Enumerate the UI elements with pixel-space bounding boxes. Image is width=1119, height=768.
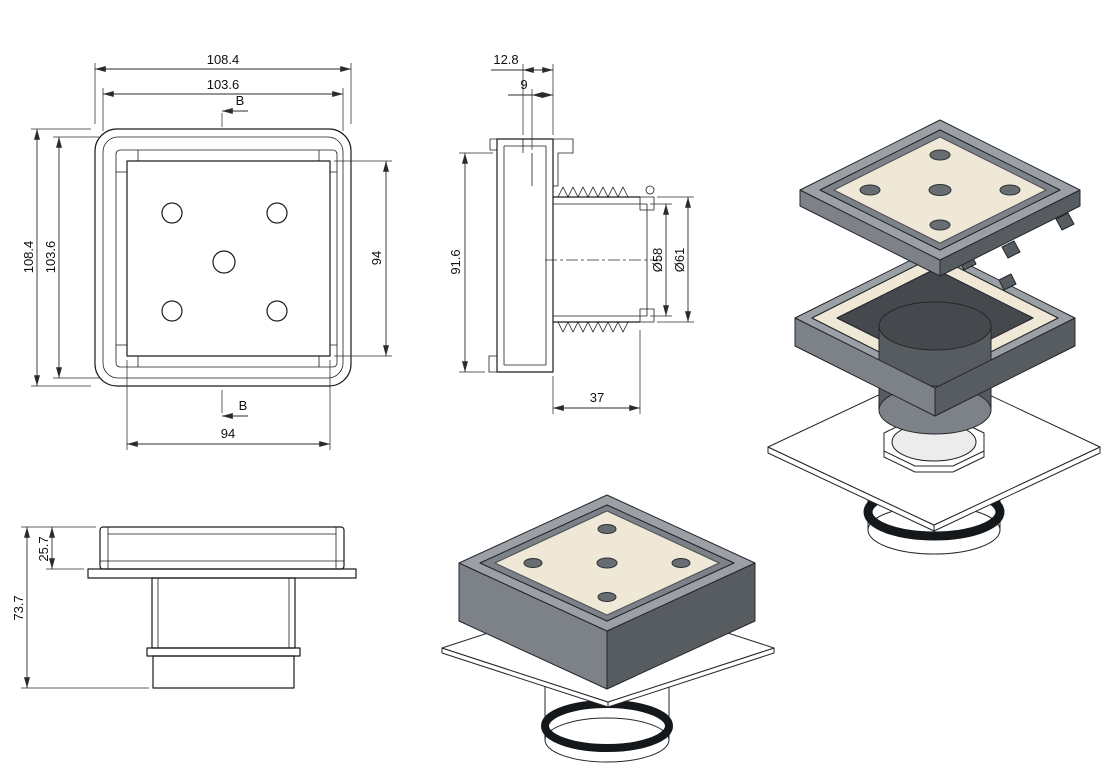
- rim-lip-profile: [522, 138, 574, 187]
- section-marker-top: B: [221, 93, 248, 127]
- dim-grate-width-label: 94: [221, 426, 235, 441]
- frame-opening: [115, 149, 338, 368]
- grate-hole-center: [212, 250, 236, 274]
- lid-hole: [597, 524, 617, 534]
- lid-hole-center: [928, 184, 952, 196]
- section-label-top: B: [236, 93, 245, 108]
- lid-hole: [999, 184, 1021, 196]
- lid-hole-center: [596, 557, 618, 569]
- dim-outer-height-label: 108.4: [21, 241, 36, 274]
- exploded-view: [767, 119, 1101, 555]
- grate-plate: [126, 160, 331, 357]
- dim-outlet-length-label: 37: [590, 390, 604, 405]
- section-view: 12.8 9 91.6 Ø58 Ø61: [448, 52, 694, 414]
- body-top-step: [489, 138, 497, 151]
- body-front: [151, 577, 296, 649]
- dim-outlet-inner-diameter-label: Ø58: [650, 248, 665, 273]
- dim-outlet-inner-diameter: Ø58: [650, 203, 672, 317]
- dim-rim-width: 12.8: [491, 52, 554, 135]
- grate-hole: [161, 202, 183, 224]
- cup-bottom-rim: [544, 717, 670, 763]
- outlet-front: [152, 655, 295, 689]
- lid-hole: [929, 219, 951, 231]
- section-marker-bottom: B: [221, 390, 248, 419]
- dim-body-height: 91.6: [448, 152, 493, 373]
- dim-outlet-outer-diameter: Ø61: [657, 196, 694, 323]
- dim-outer-width-label: 108.4: [207, 52, 240, 67]
- dim-body-height-label: 91.6: [448, 249, 463, 274]
- frame-wall-right: [934, 317, 1076, 417]
- dim-grate-frame-height-label: 25.7: [36, 536, 51, 561]
- dim-outer-height: 108.4: [21, 128, 91, 387]
- body-bottom-step: [488, 355, 497, 373]
- dim-grate-width: 94: [126, 360, 331, 450]
- dim-outer-width: 108.4: [94, 52, 352, 124]
- dim-grate-frame-height: 25.7: [21, 526, 96, 570]
- lid-hole: [859, 184, 881, 196]
- body-inner-walls: [503, 145, 547, 366]
- dim-overall-height: 73.7: [11, 527, 149, 689]
- collar-front: [146, 647, 301, 657]
- bayonet-lug-top: [639, 196, 655, 211]
- dim-outlet-outer-diameter-label: Ø61: [672, 248, 687, 273]
- lug-detail-circle: [645, 185, 655, 195]
- dim-inner-width-label: 103.6: [207, 77, 240, 92]
- section-label-bottom: B: [239, 398, 248, 413]
- frame-clip: [998, 273, 1017, 291]
- dim-inner-height-label: 103.6: [43, 241, 58, 274]
- top-view: B B 108.4 103.6 108.4: [21, 52, 392, 450]
- dim-inner-height: 103.6: [43, 136, 99, 379]
- dim-inner-width: 103.6: [102, 77, 344, 131]
- dim-rim-width-label: 12.8: [493, 52, 518, 67]
- dim-outlet-length: 37: [552, 330, 641, 414]
- lid-hole: [929, 149, 951, 161]
- front-view: 25.7 73.7: [11, 526, 357, 689]
- grate-hole: [161, 300, 183, 322]
- frame-inner-edge: [102, 136, 344, 379]
- grate-hole: [266, 202, 288, 224]
- lid-clip: [1055, 212, 1075, 231]
- outer-frame: [94, 128, 352, 387]
- dim-overall-height-label: 73.7: [11, 595, 26, 620]
- flange-front: [87, 568, 357, 579]
- lid-clip: [1001, 240, 1021, 259]
- lid-hole: [597, 592, 617, 602]
- lid-hole: [671, 558, 691, 568]
- dim-rim-step-label: 9: [520, 77, 527, 92]
- assembled-view: [441, 494, 775, 763]
- dim-grate-height-label: 94: [369, 251, 384, 265]
- grate-frame-details: [100, 527, 344, 569]
- dim-rim-step: 9: [508, 77, 553, 150]
- grate-hole: [266, 300, 288, 322]
- drain-body-section: [496, 138, 554, 373]
- serration-bottom: [557, 321, 636, 333]
- lid-hole: [523, 558, 543, 568]
- dim-grate-height: 94: [334, 160, 392, 357]
- corner-ticks: [116, 150, 337, 367]
- serration-top: [557, 186, 636, 198]
- funnel-opening: [878, 301, 992, 351]
- exploded-grate-lid: [799, 119, 1081, 277]
- bayonet-lug-bottom: [639, 308, 655, 323]
- grate-frame-front: [99, 526, 345, 570]
- body-wall-lines: [157, 578, 290, 648]
- exploded-frame-funnel: [794, 247, 1076, 435]
